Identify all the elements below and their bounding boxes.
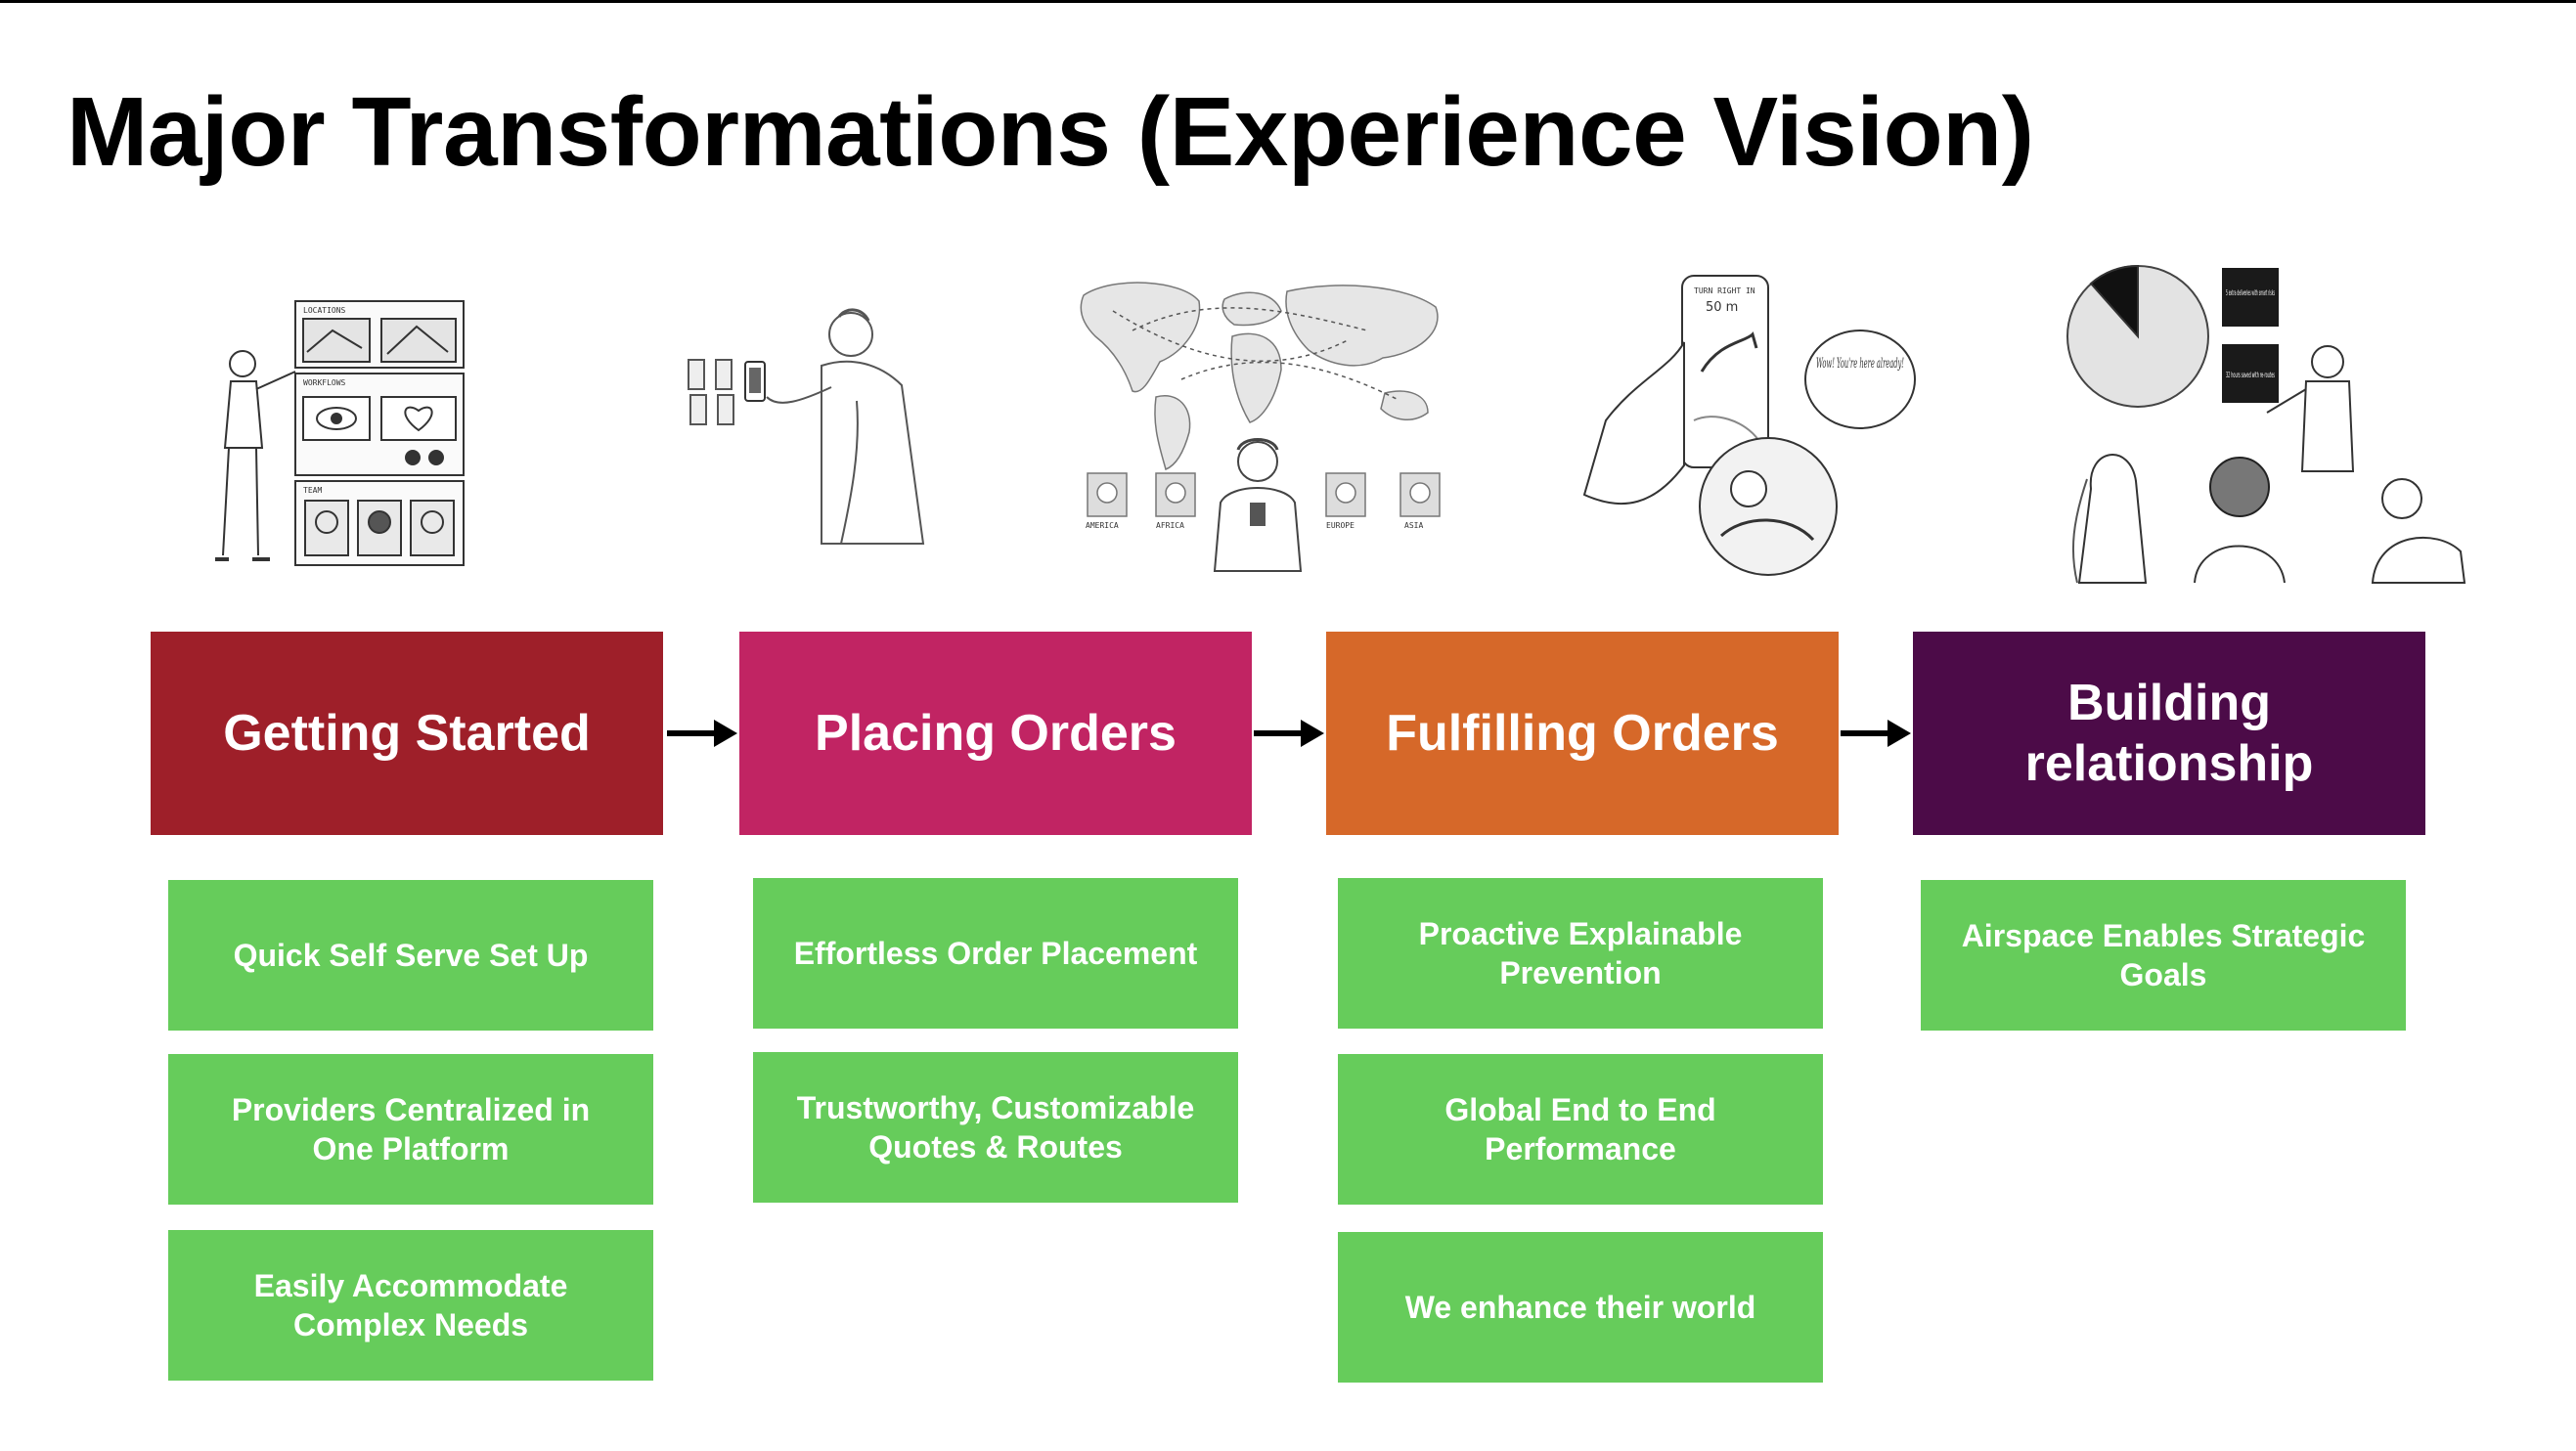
team-presentation-illustration: 5 extra deliveries with smart risks 32 h… <box>2062 256 2472 589</box>
region-label-europe: EUROPE <box>1326 521 1355 530</box>
top-rule <box>0 0 2576 3</box>
panel-label-team: TEAM <box>303 486 322 495</box>
navigation-phone-illustration: TURN RIGHT IN 50 m Wow! You're here alre… <box>1577 274 1938 579</box>
outcome-card: Trustworthy, Customizable Quotes & Route… <box>753 1052 1238 1203</box>
stage-building-relationship: Building relationship <box>1913 632 2425 835</box>
note-extra-deliveries: 5 extra deliveries with smart risks <box>2226 288 2275 297</box>
stage-getting-started: Getting Started <box>151 632 663 835</box>
region-label-america: AMERICA <box>1086 521 1119 530</box>
note-hours-saved: 32 hours saved with re-routes <box>2226 371 2275 379</box>
stage-label: Fulfilling Orders <box>1386 705 1779 762</box>
flow-arrow-icon <box>667 720 737 747</box>
page-title: Major Transformations (Experience Vision… <box>67 77 2034 187</box>
flow-arrow-icon <box>1841 720 1911 747</box>
flow-arrow-icon <box>1254 720 1324 747</box>
speech-bubble-text: Wow! You're here already! <box>1816 356 1904 372</box>
region-label-africa: AFRICA <box>1156 521 1184 530</box>
stage-label: Placing Orders <box>815 705 1177 762</box>
outcome-card: Proactive Explainable Prevention <box>1338 878 1823 1029</box>
region-label-asia: ASIA <box>1404 521 1423 530</box>
stage-label: Getting Started <box>223 705 591 762</box>
outcome-card: Providers Centralized in One Platform <box>168 1054 653 1205</box>
nav-distance: 50 m <box>1706 300 1738 315</box>
stage-fulfilling-orders: Fulfilling Orders <box>1326 632 1839 835</box>
panel-label-locations: LOCATIONS <box>303 306 346 315</box>
outcome-card: Global End to End Performance <box>1338 1054 1823 1205</box>
outcome-card: Airspace Enables Strategic Goals <box>1921 880 2406 1031</box>
stage-label: Building relationship <box>2024 675 2314 792</box>
outcome-card: Quick Self Serve Set Up <box>168 880 653 1031</box>
phone-ordering-illustration <box>685 293 939 548</box>
stage-placing-orders: Placing Orders <box>739 632 1252 835</box>
nav-instruction: TURN RIGHT IN <box>1694 286 1755 295</box>
dashboard-setup-illustration: LOCATIONS WORKFLOWS TEAM <box>196 284 479 572</box>
outcome-card: We enhance their world <box>1338 1232 1823 1383</box>
outcome-card: Effortless Order Placement <box>753 878 1238 1029</box>
outcome-card: Easily Accommodate Complex Needs <box>168 1230 653 1381</box>
panel-label-workflows: WORKFLOWS <box>303 378 346 387</box>
world-map-illustration: AMERICA AFRICA EUROPE ASIA <box>1074 272 1465 575</box>
